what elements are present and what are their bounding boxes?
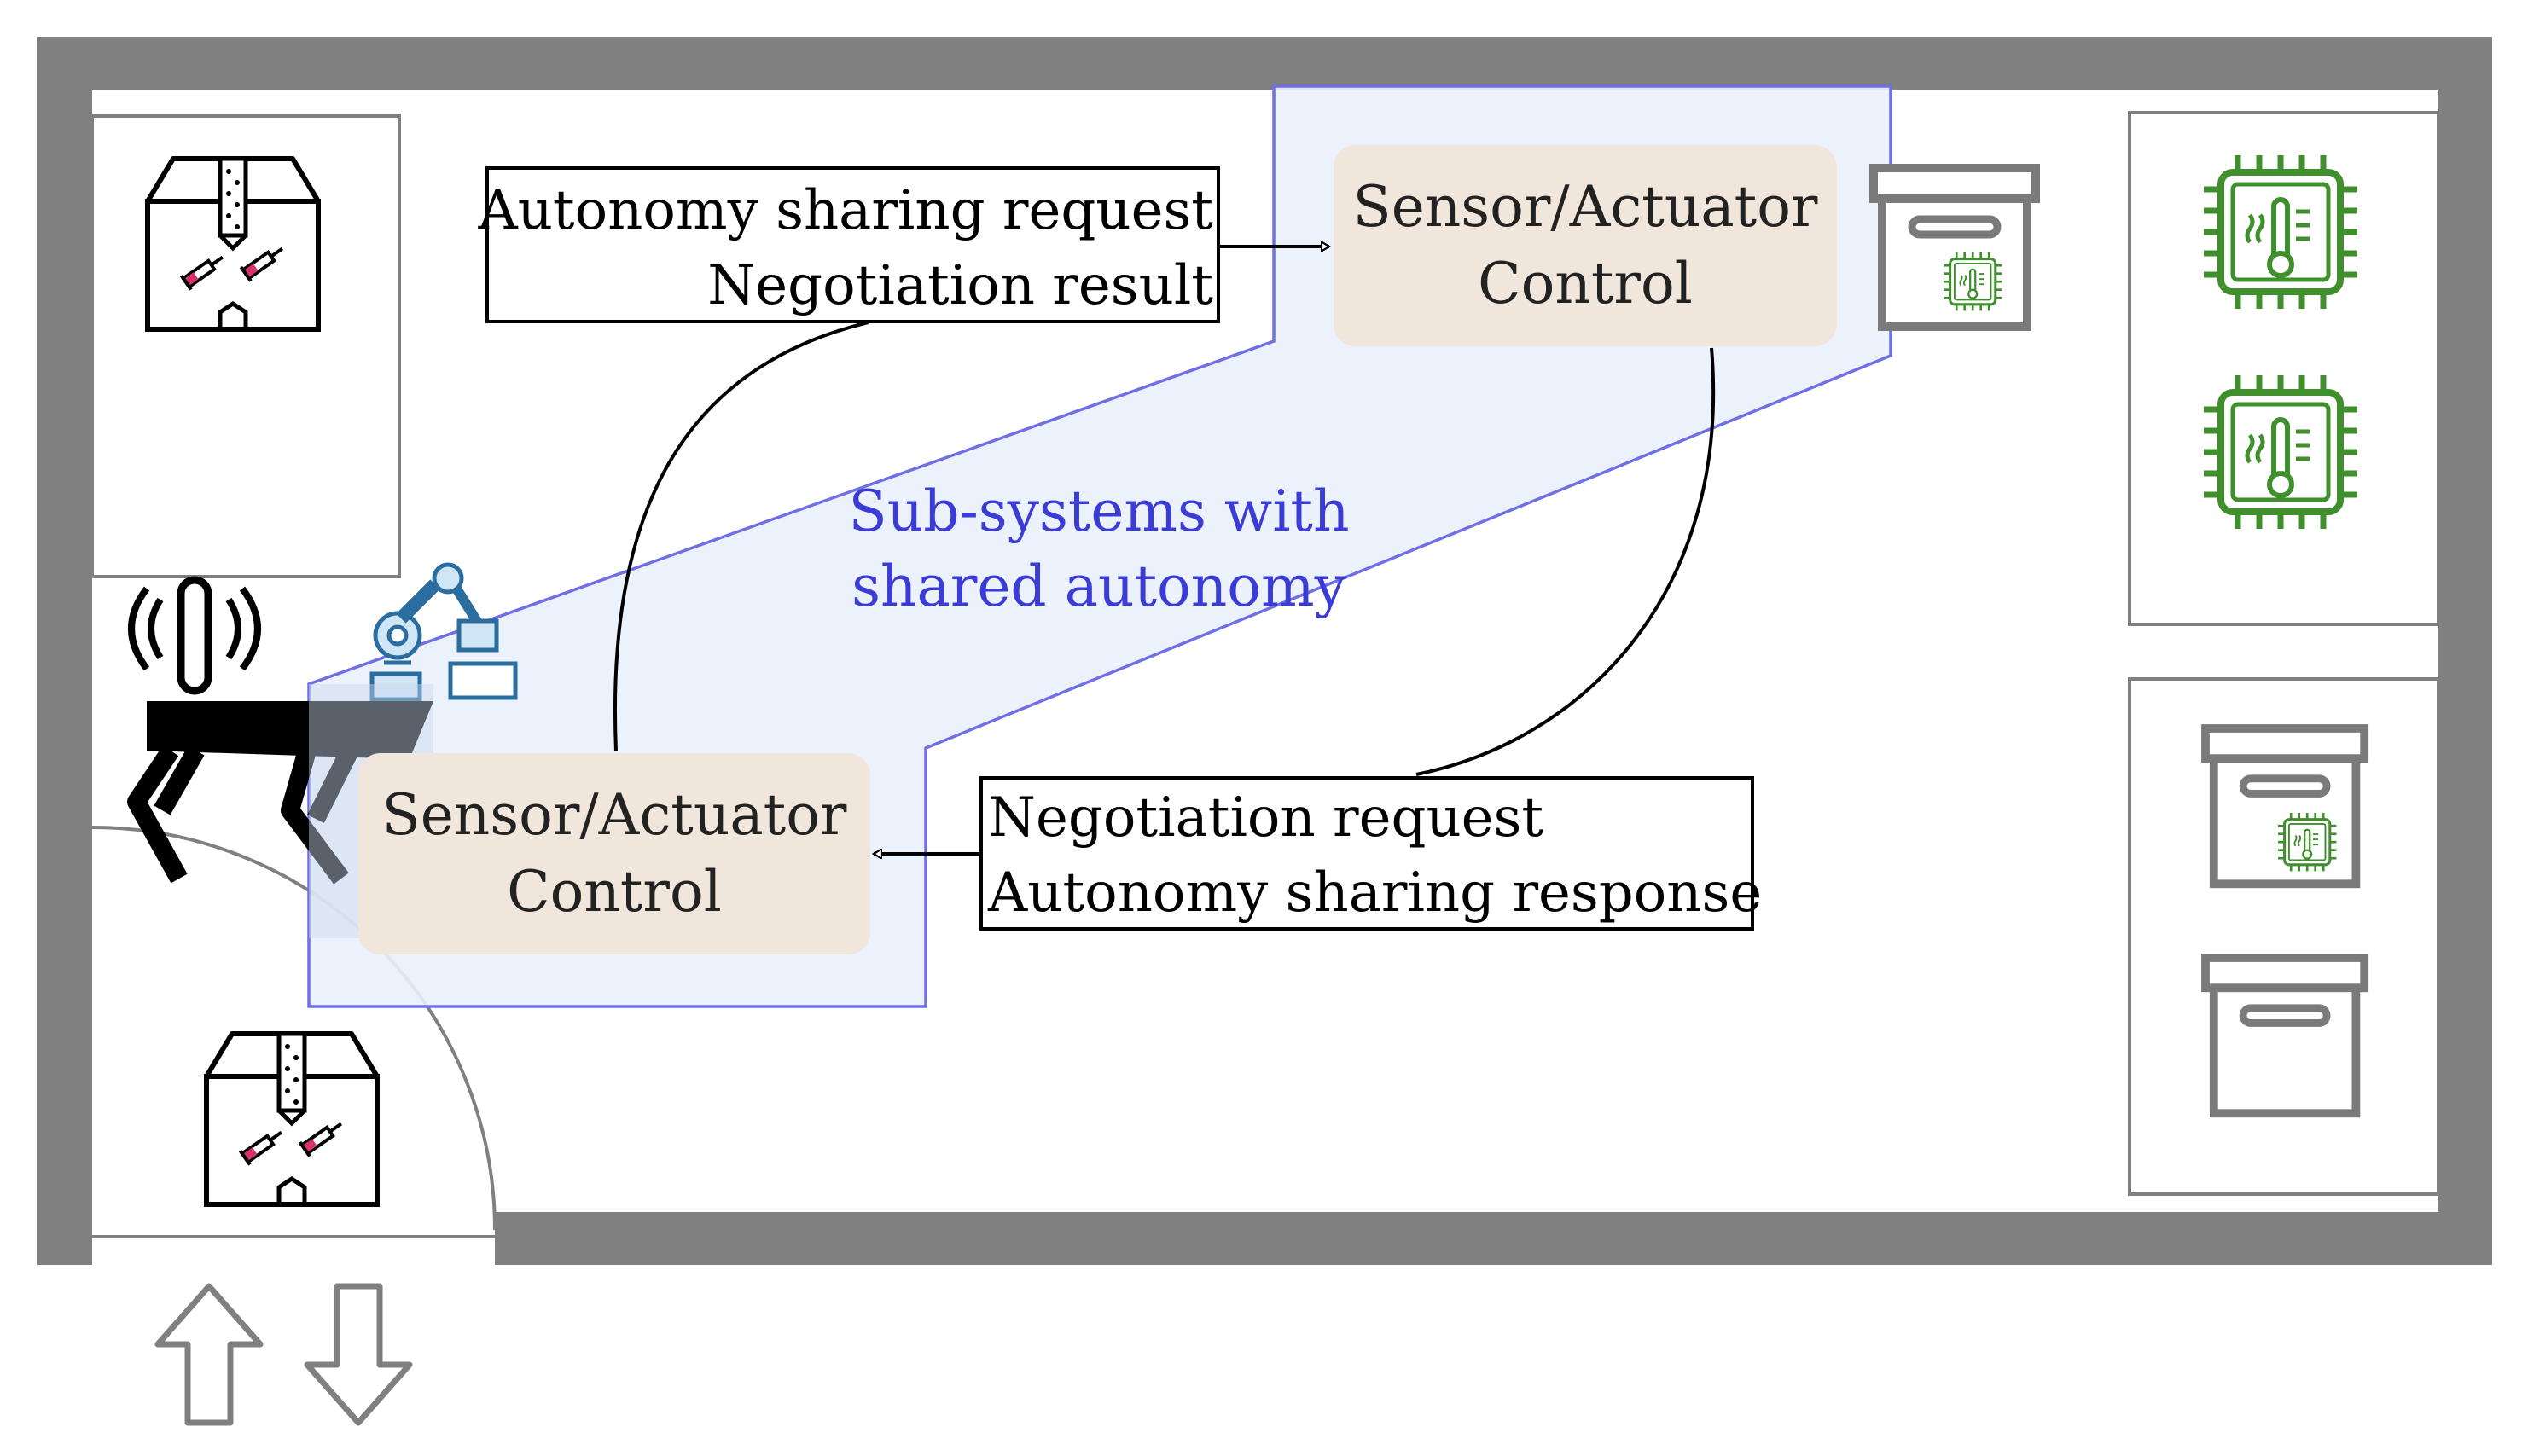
message-bottom-line1: Negotiation request	[988, 786, 1543, 850]
arrow-down-icon	[304, 1283, 413, 1426]
arrow-up-icon	[154, 1283, 264, 1426]
control-bottom-line2: Control	[507, 859, 722, 925]
control-top-line1: Sensor/Actuator	[1353, 174, 1818, 240]
connector-curve-left	[613, 321, 869, 751]
message-top-line2: Negotiation result	[707, 254, 1213, 317]
connector-curve-right	[1415, 347, 1716, 776]
zone-label-line2: shared autonomy	[851, 554, 1347, 619]
control-top-line2: Control	[1478, 251, 1693, 316]
medicine-package-icon	[206, 1034, 377, 1204]
storage-box-icon	[1874, 168, 2036, 327]
message-bottom-line2: Autonomy sharing response	[987, 861, 1762, 925]
robot-arm-icon	[369, 562, 518, 702]
message-box-bottom	[979, 776, 1754, 931]
medicine-package-icon	[148, 159, 318, 329]
quadruped-robot-icon	[127, 576, 433, 885]
control-box-top	[1334, 145, 1837, 346]
control-box-bottom	[358, 753, 870, 954]
control-bottom-line1: Sensor/Actuator	[382, 782, 847, 848]
message-top-line1: Autonomy sharing request	[477, 179, 1213, 242]
right-shelf-top	[2128, 111, 2440, 626]
zone-label-line1: Sub-systems with	[849, 479, 1350, 544]
storage-box-icon	[2205, 958, 2364, 1113]
